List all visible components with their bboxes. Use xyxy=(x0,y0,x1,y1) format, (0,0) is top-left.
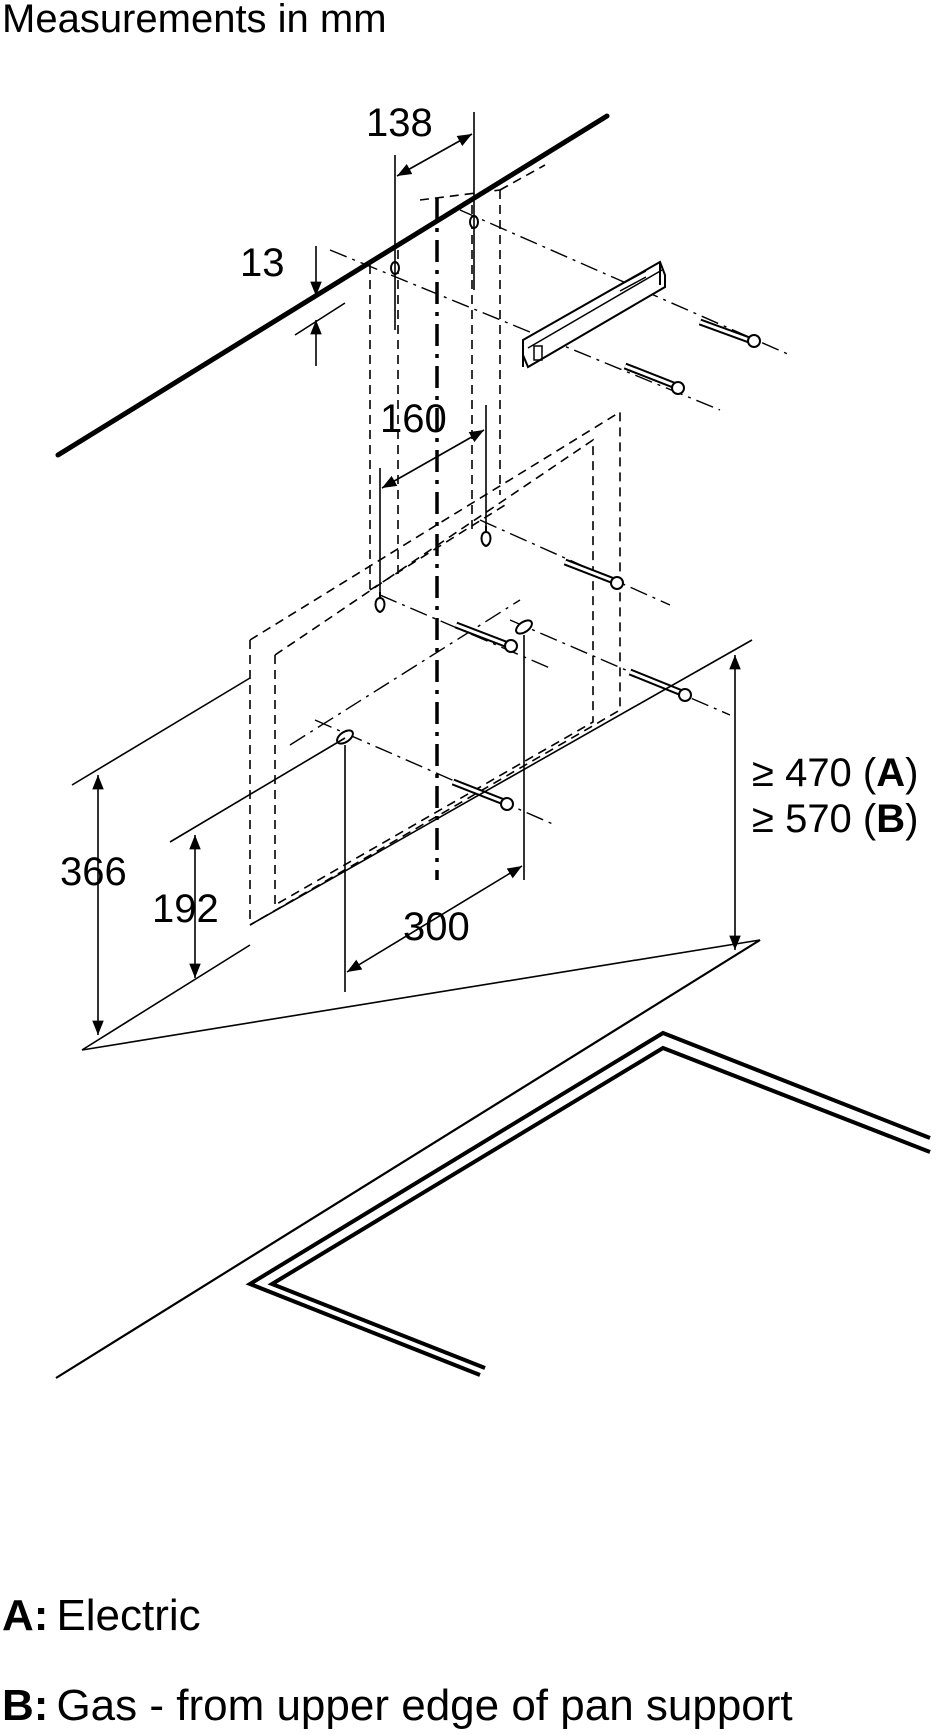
dimension-label: 300 xyxy=(403,905,470,949)
dimension-13: 13 xyxy=(240,241,346,366)
dimension-160: 160 xyxy=(379,397,487,592)
dimension-label: 13 xyxy=(240,241,285,285)
ceiling-edge-line xyxy=(55,113,610,458)
height-a-label: ≥ 470 (A) xyxy=(752,751,918,795)
drill-holes xyxy=(336,215,533,745)
dimension-300: 300 xyxy=(344,635,525,992)
screw-icon xyxy=(628,668,692,702)
dimension-192: 192 xyxy=(152,737,346,978)
screw-icon xyxy=(454,621,518,653)
dimension-hob-height: ≥ 470 (A) ≥ 570 (B) xyxy=(81,639,918,1051)
legend-a: A:Electric xyxy=(2,1591,201,1640)
screw-icon xyxy=(563,558,624,590)
screw-icon xyxy=(451,778,514,811)
height-b-label: ≥ 570 (B) xyxy=(752,797,918,841)
screws xyxy=(451,318,761,811)
hob-worktop xyxy=(55,939,931,1379)
chimney-outline xyxy=(369,164,546,590)
hood-body-outline xyxy=(249,410,621,926)
dimension-138: 138 xyxy=(366,101,475,330)
wall-bracket xyxy=(522,260,666,369)
screw-icon xyxy=(698,318,761,348)
legend-b: B:Gas - from upper edge of pan support xyxy=(2,1681,793,1730)
dimension-label: 138 xyxy=(366,101,433,145)
legend: A:Electric B:Gas - from upper edge of pa… xyxy=(2,1591,793,1730)
screw-icon xyxy=(623,362,685,395)
dimension-label: 160 xyxy=(380,397,447,441)
dimension-label: 366 xyxy=(60,850,127,894)
diagram-title: Measurements in mm xyxy=(2,0,387,41)
dimension-label: 192 xyxy=(152,887,219,931)
mounting-axes xyxy=(289,209,791,826)
dimension-366: 366 xyxy=(60,677,251,1051)
